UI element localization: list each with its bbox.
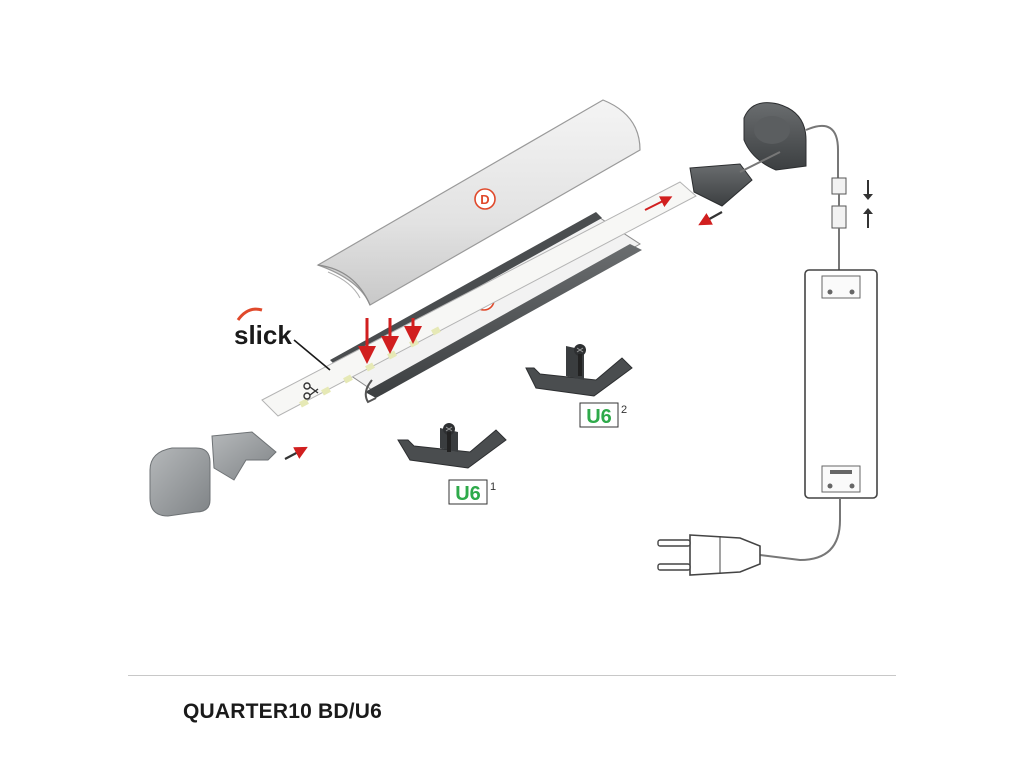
mounting-clip-2 xyxy=(525,344,633,397)
label-d-marker: D xyxy=(474,188,496,210)
closing-end-cap xyxy=(743,102,807,171)
cable-connector xyxy=(831,177,847,272)
mains-cable xyxy=(759,498,841,562)
mount-label-1: U6 1 xyxy=(448,479,496,505)
mount-label-2: U6 2 xyxy=(579,402,627,428)
mains-plug xyxy=(657,534,761,576)
mount-2-code: U6 xyxy=(586,406,612,428)
connect-arrows xyxy=(863,180,873,228)
assembly-diagram: D B slick xyxy=(149,99,878,576)
mount-1-code: U6 xyxy=(455,483,481,505)
divider xyxy=(128,675,896,676)
end-cap-solid xyxy=(149,447,211,517)
feed-end-cap xyxy=(689,163,753,207)
mount-2-index: 2 xyxy=(621,404,627,416)
label-d: D xyxy=(480,192,489,207)
product-name: QUARTER10 BD/U6 xyxy=(183,700,383,723)
power-supply xyxy=(804,269,878,499)
end-cap-open xyxy=(211,431,277,481)
cap-insert-arrow xyxy=(284,446,308,460)
mount-1-index: 1 xyxy=(490,481,496,493)
feed-cap-arrow xyxy=(698,211,723,226)
feed-cable xyxy=(739,125,839,180)
strip-direction-arrow xyxy=(644,196,673,211)
slick-logo: slick xyxy=(234,307,331,371)
brand-text: slick xyxy=(234,320,292,350)
mounting-clip-1 xyxy=(397,423,507,469)
press-arrows xyxy=(358,318,422,364)
scissors-icon xyxy=(303,382,319,400)
